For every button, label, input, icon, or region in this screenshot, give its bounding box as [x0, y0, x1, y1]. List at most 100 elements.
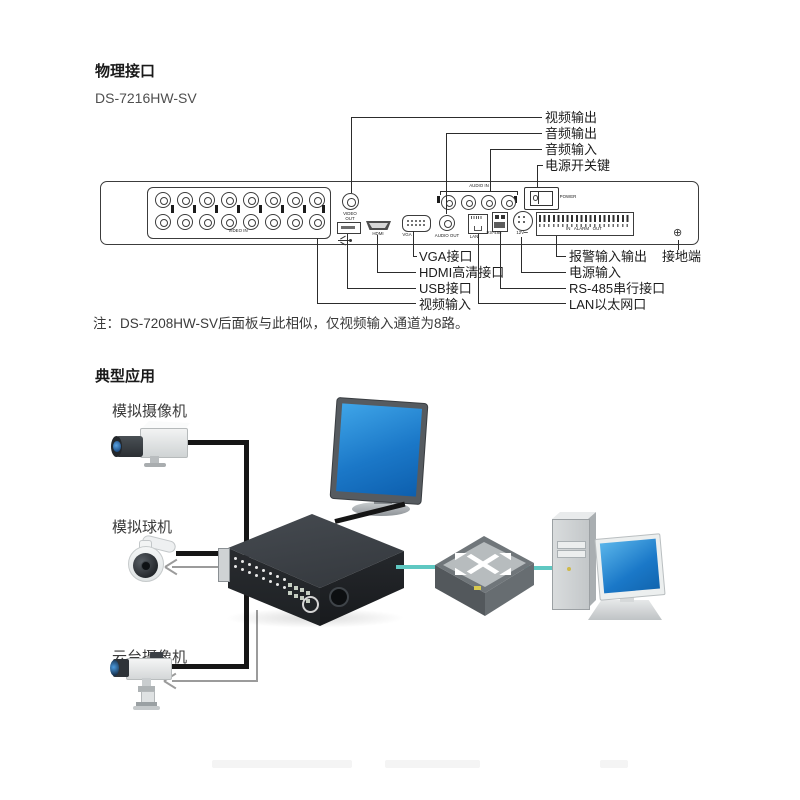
- ground-screw-icon: ⊕: [673, 227, 683, 239]
- pc-monitor-base: [588, 600, 662, 620]
- callout-rs485: RS-485串行接口: [569, 281, 666, 296]
- rs485-terminal: [492, 212, 508, 232]
- cable-switch-pc: [524, 566, 558, 570]
- switch-led-tag: [474, 586, 481, 590]
- bnc-connector: [287, 214, 303, 230]
- leader-video-out: [351, 117, 542, 119]
- channel-tag: [281, 205, 284, 213]
- bnc-connector: [177, 192, 193, 208]
- audio-in-bracket-tick: [517, 191, 519, 195]
- power-din: [513, 211, 533, 231]
- callout-audio-in: 音频输入: [545, 142, 598, 157]
- video-out-label: VIDEO: [343, 211, 357, 216]
- video-out-bnc: [342, 193, 359, 210]
- analog-dome-camera: [126, 528, 181, 583]
- vga-label: VGA: [402, 232, 412, 237]
- power-switch: [524, 187, 559, 210]
- monitor-screen: [336, 403, 423, 497]
- callout-vga: VGA接口: [419, 249, 473, 264]
- callout-video-in: 视频输入: [419, 297, 472, 312]
- callout-hdmi: HDMI高清接口: [419, 265, 505, 280]
- bnc-connector: [221, 192, 237, 208]
- rs485-line-dome: [172, 566, 228, 568]
- leader-audio-in-v: [490, 149, 492, 191]
- switch-arrows-icon: [455, 552, 511, 576]
- ptz-lens: [110, 660, 119, 676]
- audio-in-bnc: [481, 195, 496, 210]
- camera-lens: [113, 441, 121, 452]
- leader-usb: [347, 288, 416, 290]
- usb-port-tongue: [341, 225, 355, 229]
- channel-tag: [322, 205, 325, 213]
- leader-vga-v: [413, 231, 415, 257]
- leader-rs485-v: [500, 232, 502, 289]
- pc-drive-bay: [557, 550, 586, 558]
- leader-lan: [478, 303, 566, 305]
- callout-lan: LAN以太网口: [569, 297, 647, 312]
- note-text: 注：DS-7208HW-SV后面板与此相似，仅视频输入通道为8路。: [93, 316, 469, 331]
- alarm-terminal: [536, 212, 634, 236]
- usb-icon: [337, 235, 355, 246]
- rs485-line-ptz-v: [256, 610, 258, 682]
- bnc-connector: [199, 192, 215, 208]
- bnc-connector: [155, 214, 171, 230]
- cable-camera3: [170, 664, 246, 669]
- lan-port: [468, 214, 488, 234]
- leader-rs485: [500, 288, 566, 290]
- leader-audio-in: [490, 149, 542, 151]
- leader-alarm: [556, 256, 566, 258]
- callout-video-out: 视频输出: [545, 110, 598, 125]
- power-12v-label: 12V⎓: [516, 230, 528, 235]
- channel-tag: [237, 205, 240, 213]
- pc-tower-top: [552, 512, 596, 519]
- audio-in-bracket: [440, 191, 518, 193]
- usb-port: [337, 222, 361, 234]
- channel-tag: [215, 205, 218, 213]
- bnc-connector: [309, 192, 325, 208]
- analog-camera: [108, 418, 198, 468]
- bnc-connector: [287, 192, 303, 208]
- callout-power-in: 电源输入: [569, 265, 622, 280]
- callout-audio-out: 音频输出: [545, 126, 598, 141]
- label-analog-dome: 模拟球机: [112, 520, 173, 536]
- leader-video-in: [317, 303, 416, 305]
- bnc-connector: [221, 214, 237, 230]
- model-name: DS-7216HW-SV: [95, 90, 197, 106]
- dome-lens: [141, 561, 151, 571]
- video-in-label: VIDEO IN: [228, 228, 248, 233]
- callout-power-switch: 电源开关键: [545, 158, 611, 173]
- bnc-connector: [155, 192, 171, 208]
- lan-label: LAN: [469, 234, 479, 239]
- alarm-label: IN ALARM OUT: [566, 226, 602, 231]
- leader-alarm-v: [556, 236, 558, 257]
- leader-vga: [413, 256, 417, 258]
- rs485-label: RS-485: [486, 230, 502, 235]
- channel-tag: [193, 205, 196, 213]
- leader-ground-v: [678, 240, 680, 250]
- footer-smudge: [600, 760, 628, 768]
- channel-tag: [303, 205, 306, 213]
- monitor: [329, 396, 429, 506]
- dvr-lock-knob: [329, 587, 349, 607]
- leader-hdmi: [377, 272, 416, 274]
- bnc-connector: [309, 214, 325, 230]
- bnc-connector: [243, 192, 259, 208]
- leader-lan-v: [478, 234, 480, 304]
- bnc-connector: [265, 214, 281, 230]
- audio-in-bracket-tick: [440, 191, 442, 195]
- leader-video-out-v: [351, 117, 353, 193]
- leader-power-in-v: [521, 237, 523, 273]
- ptz-camera: [108, 648, 178, 713]
- leader-audio-out-v: [446, 133, 448, 214]
- power-label: POWER: [559, 194, 577, 199]
- pc-power-button: [567, 567, 571, 571]
- callout-alarm-io: 报警输入输出: [569, 249, 648, 264]
- hdmi-label: HDMI: [372, 231, 384, 236]
- pc-tower-side: [588, 512, 596, 608]
- footer-smudge: [385, 760, 480, 768]
- dvr-dpad: [302, 596, 319, 613]
- audio-out-label: AUDIO OUT: [434, 233, 460, 238]
- channel-tag: [171, 205, 174, 213]
- video-in-group: [147, 187, 331, 239]
